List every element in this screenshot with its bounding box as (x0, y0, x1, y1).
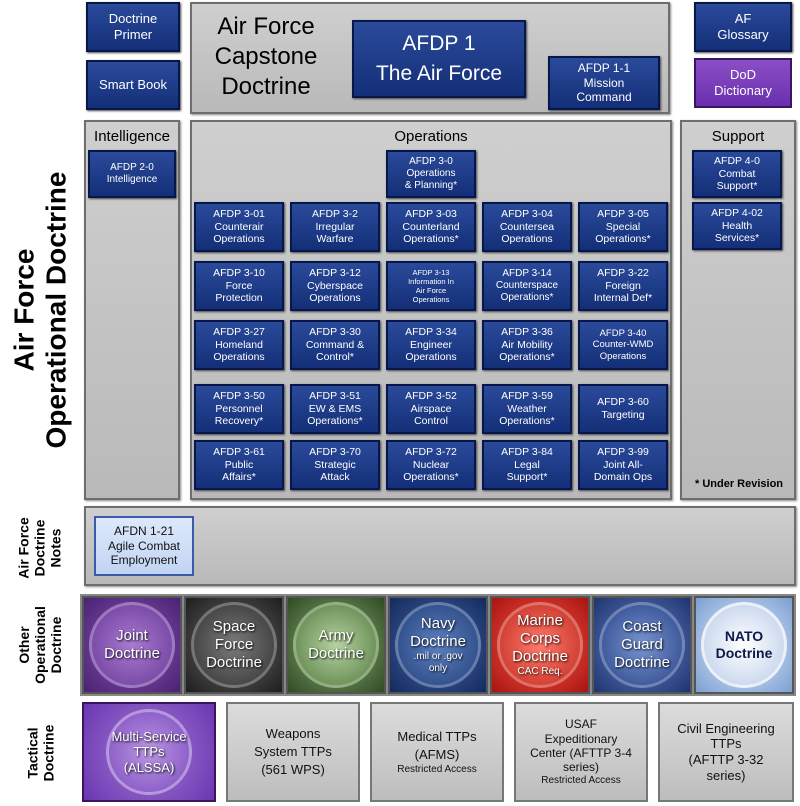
afdp-3-70-button[interactable]: AFDP 3-70 Strategic Attack (290, 440, 380, 490)
nato-doctrine-button[interactable]: NATO Doctrine (694, 596, 794, 694)
afdp-3-12-button[interactable]: AFDP 3-12 Cyberspace Operations (290, 261, 380, 311)
dod-dictionary-button[interactable]: DoD Dictionary (694, 58, 792, 108)
afdp-3-36-button[interactable]: AFDP 3-36 Air Mobility Operations* (482, 320, 572, 370)
afdp-3-04-button[interactable]: AFDP 3-04 Countersea Operations (482, 202, 572, 252)
doctrine-notes-panel (84, 506, 796, 586)
afdp-4-0-button[interactable]: AFDP 4-0 Combat Support* (692, 150, 782, 198)
afdp-3-72-button[interactable]: AFDP 3-72 Nuclear Operations* (386, 440, 476, 490)
marine-corps-seal-icon (497, 602, 583, 688)
navy-seal-icon (395, 602, 481, 688)
joint-doctrine-button[interactable]: Joint Doctrine (82, 596, 182, 694)
navy-doctrine-button[interactable]: Navy Doctrine .mil or .gov only (388, 596, 488, 694)
afdp-3-99-button[interactable]: AFDP 3-99 Joint All- Domain Ops (578, 440, 668, 490)
tactical-doctrine-label: Tactical Doctrine (23, 724, 56, 782)
afdp-3-13-button[interactable]: AFDP 3-13 Information In Air Force Opera… (386, 261, 476, 311)
doctrine-notes-label: Air Force Doctrine Notes (16, 517, 64, 579)
afdp-3-50-button[interactable]: AFDP 3-50 Personnel Recovery* (194, 384, 284, 434)
space-force-seal-icon (191, 602, 277, 688)
af-glossary-button[interactable]: AF Glossary (694, 2, 792, 52)
afdp-3-40-button[interactable]: AFDP 3-40 Counter-WMD Operations (578, 320, 668, 370)
civil-engineering-ttps-button[interactable]: Civil Engineering TTPs (AFTTP 3-32 serie… (658, 702, 794, 802)
afdp-3-51-button[interactable]: AFDP 3-51 EW & EMS Operations* (290, 384, 380, 434)
capstone-title: Air Force Capstone Doctrine (214, 13, 318, 100)
medical-ttps-button[interactable]: Medical TTPs (AFMS) Restricted Access (370, 702, 504, 802)
afdp-3-2-button[interactable]: AFDP 3-2 Irregular Warfare (290, 202, 380, 252)
afdp-3-59-button[interactable]: AFDP 3-59 Weather Operations* (482, 384, 572, 434)
afdp-3-22-button[interactable]: AFDP 3-22 Foreign Internal Def* (578, 261, 668, 311)
afdp-3-27-button[interactable]: AFDP 3-27 Homeland Operations (194, 320, 284, 370)
afdp-3-30-button[interactable]: AFDP 3-30 Command & Control* (290, 320, 380, 370)
afdp-4-02-button[interactable]: AFDP 4-02 Health Services* (692, 202, 782, 250)
afdp-3-61-button[interactable]: AFDP 3-61 Public Affairs* (194, 440, 284, 490)
army-seal-icon (293, 602, 379, 688)
afdp-3-0-button[interactable]: AFDP 3-0 Operations & Planning* (386, 150, 476, 198)
afdp-3-14-button[interactable]: AFDP 3-14 Counterspace Operations* (482, 261, 572, 311)
afdp-3-60-button[interactable]: AFDP 3-60 Targeting (578, 384, 668, 434)
afdp-1-button[interactable]: AFDP 1 The Air Force (352, 20, 526, 98)
afdp-3-03-button[interactable]: AFDP 3-03 Counterland Operations* (386, 202, 476, 252)
afdn-1-21-button[interactable]: AFDN 1-21 Agile Combat Employment (94, 516, 194, 576)
afdp-1-1-button[interactable]: AFDP 1-1 Mission Command (548, 56, 660, 110)
space-force-doctrine-button[interactable]: Space Force Doctrine (184, 596, 284, 694)
coast-guard-seal-icon (599, 602, 685, 688)
alssa-seal-icon (106, 709, 192, 795)
other-operational-doctrine-label: Other Operational Doctrine (15, 606, 64, 684)
coast-guard-doctrine-button[interactable]: Coast Guard Doctrine (592, 596, 692, 694)
multi-service-ttps-button[interactable]: Multi-Service TTPs (ALSSA) (82, 702, 216, 802)
operational-doctrine-label: Air Force Operational Doctrine (8, 171, 71, 449)
nato-compass-icon (701, 602, 787, 688)
afdp-3-34-button[interactable]: AFDP 3-34 Engineer Operations (386, 320, 476, 370)
army-doctrine-button[interactable]: Army Doctrine (286, 596, 386, 694)
support-header: Support (711, 128, 765, 145)
smart-book-button[interactable]: Smart Book (86, 60, 180, 110)
marine-corps-doctrine-button[interactable]: Marine Corps Doctrine CAC Req. (490, 596, 590, 694)
afdp-3-10-button[interactable]: AFDP 3-10 Force Protection (194, 261, 284, 311)
usaf-expeditionary-center-button[interactable]: USAF Expeditionary Center (AFTTP 3-4 ser… (514, 702, 648, 802)
weapons-system-ttps-button[interactable]: Weapons System TTPs (561 WPS) (226, 702, 360, 802)
afdp-3-84-button[interactable]: AFDP 3-84 Legal Support* (482, 440, 572, 490)
doctrine-primer-button[interactable]: Doctrine Primer (86, 2, 180, 52)
afdp-3-05-button[interactable]: AFDP 3-05 Special Operations* (578, 202, 668, 252)
operations-header: Operations (394, 128, 468, 145)
joint-seal-icon (89, 602, 175, 688)
afdp-2-0-button[interactable]: AFDP 2-0 Intelligence (88, 150, 176, 198)
under-revision-note: * Under Revision (694, 478, 784, 490)
afdp-3-01-button[interactable]: AFDP 3-01 Counterair Operations (194, 202, 284, 252)
intelligence-header: Intelligence (94, 128, 170, 145)
afdp-3-52-button[interactable]: AFDP 3-52 Airspace Control (386, 384, 476, 434)
